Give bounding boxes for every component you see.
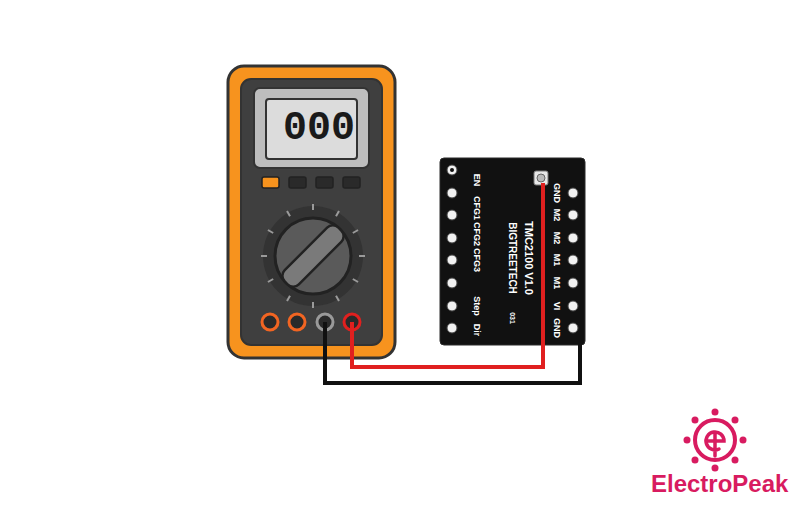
- pin-label: CFG2: [472, 222, 481, 246]
- dial-tick: [353, 279, 358, 282]
- logo-dot: [692, 417, 699, 424]
- driver-board: ENCFG1CFG2CFG3StepDirGNDM2M2M1M1VIGNDTMC…: [440, 158, 585, 345]
- dial-ticks: [261, 204, 365, 308]
- pin-label: Dir: [472, 324, 481, 337]
- logo-ring: [695, 420, 735, 460]
- display-reading: 000: [283, 109, 355, 149]
- meter-face: [241, 79, 382, 345]
- watermark: ElectroPeak: [651, 472, 788, 496]
- meter-button: [289, 177, 306, 188]
- pin-pad: [568, 323, 578, 333]
- dial-tick: [268, 230, 273, 233]
- pin-row: [447, 165, 578, 333]
- probe-tip-black: [578, 333, 582, 346]
- pin-pad: [568, 301, 578, 311]
- board-code: 031: [509, 312, 516, 324]
- red-probe-wire: [352, 345, 543, 367]
- logo-dot: [692, 457, 699, 464]
- pin-hole: [450, 168, 454, 172]
- pin-label: CFG3: [472, 248, 481, 272]
- multimeter: 000: [228, 66, 395, 358]
- pin-pad: [568, 188, 578, 198]
- pin-pad: [568, 255, 578, 265]
- pin-pad: [568, 278, 578, 288]
- meter-jack: [262, 314, 278, 330]
- logo-dot: [732, 457, 739, 464]
- board-model: TMC2100 V1.0: [523, 221, 534, 295]
- dial-ring: [263, 206, 363, 306]
- dial-tick: [268, 279, 273, 282]
- logo-glyph: [706, 432, 724, 456]
- pin-label: M2: [552, 232, 561, 245]
- dial-pointer: [279, 222, 347, 290]
- dial-tick: [287, 296, 290, 301]
- dial-tick: [353, 230, 358, 233]
- logo-dot: [712, 409, 719, 416]
- dial-tick: [359, 255, 365, 257]
- meter-button: [262, 177, 279, 188]
- brand-logo: [684, 409, 747, 472]
- pin-pad: [447, 233, 457, 243]
- pin-label: M1: [552, 277, 561, 290]
- dial-tick: [312, 302, 314, 308]
- probe-lead: [323, 322, 327, 358]
- dial-tick: [287, 211, 290, 216]
- lcd-screen: [266, 99, 357, 159]
- dial-tick: [336, 211, 339, 216]
- logo-dot: [712, 465, 719, 472]
- pin-pad: [447, 188, 457, 198]
- pin-pad: [447, 301, 457, 311]
- dial-tick: [312, 204, 314, 210]
- pin-pad: [568, 233, 578, 243]
- meter-button: [343, 177, 360, 188]
- logo-dot: [732, 417, 739, 424]
- dial-knob: [275, 218, 351, 294]
- pin-pad: [447, 255, 457, 265]
- lcd-frame: [254, 88, 369, 168]
- board-maker: BIGTREETECH: [507, 222, 517, 294]
- pin-pad: [447, 323, 457, 333]
- probe-lead: [350, 322, 354, 358]
- pin-label: M1: [552, 254, 561, 267]
- pin-pad: [568, 210, 578, 220]
- pin-label: CFG1: [472, 196, 481, 220]
- logo-dot: [740, 437, 747, 444]
- pin-label: VI: [552, 302, 561, 311]
- logo-dot: [684, 437, 691, 444]
- meter-housing: [228, 66, 395, 358]
- pin-label: GND: [552, 318, 561, 338]
- pin-pad: [447, 165, 457, 175]
- pin-label: GND: [552, 183, 561, 203]
- potentiometer: [534, 171, 548, 185]
- meter-button: [316, 177, 333, 188]
- meter-jack: [289, 314, 305, 330]
- black-probe-wire: [325, 345, 580, 383]
- pin-label: M2: [552, 209, 561, 222]
- pin-pad: [447, 278, 457, 288]
- pin-label: EN: [472, 174, 481, 187]
- potentiometer-screw: [537, 174, 545, 182]
- pin-pad: [447, 210, 457, 220]
- driver-pcb: [440, 158, 585, 345]
- dial-tick: [261, 255, 267, 257]
- pin-label: Step: [472, 296, 481, 316]
- probe-tip-red: [541, 183, 545, 346]
- dial-tick: [336, 296, 339, 301]
